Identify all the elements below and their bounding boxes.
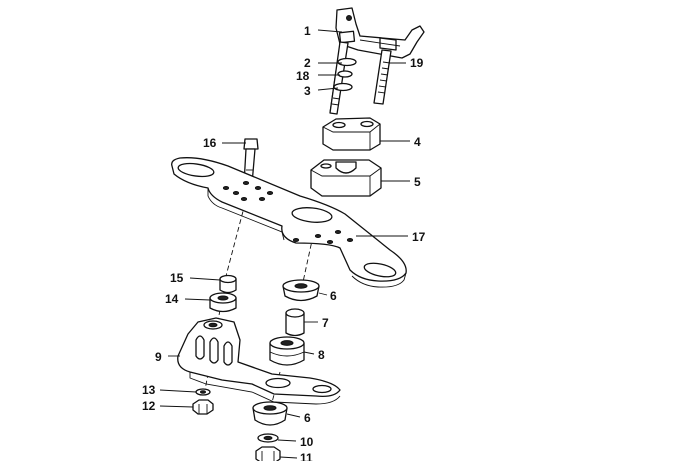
callout-4: 4 bbox=[414, 135, 421, 149]
callout-5: 5 bbox=[414, 175, 421, 189]
part-8-rubber-bush bbox=[269, 336, 305, 366]
callout-6-upper: 6 bbox=[330, 289, 337, 303]
callout-14: 14 bbox=[165, 292, 179, 306]
part-13-washer bbox=[195, 388, 211, 396]
part-10-washer bbox=[257, 433, 279, 443]
callout-8: 8 bbox=[318, 348, 325, 362]
part-17-top-plate bbox=[171, 157, 407, 288]
callout-9: 9 bbox=[155, 350, 162, 364]
part-19-stud-bolt bbox=[373, 49, 392, 105]
callout-11: 11 bbox=[300, 451, 313, 461]
part-4-upper-clamp bbox=[322, 117, 381, 151]
callout-13: 13 bbox=[142, 383, 156, 397]
part-9-lower-bracket bbox=[177, 317, 341, 405]
part-12-nut bbox=[192, 399, 214, 415]
callout-16: 16 bbox=[203, 136, 217, 150]
part-6-upper-cup-washer bbox=[282, 279, 320, 302]
callout-labels: 1 2 18 3 19 4 16 5 17 15 14 6 7 9 8 13 1… bbox=[142, 24, 426, 461]
callout-17: 17 bbox=[412, 230, 426, 244]
callout-18: 18 bbox=[296, 69, 310, 83]
callout-19: 19 bbox=[410, 56, 424, 70]
part-1-handle-bracket bbox=[335, 7, 425, 59]
callout-15: 15 bbox=[170, 271, 184, 285]
part-5-lower-clamp bbox=[310, 159, 382, 197]
callout-leader-lines bbox=[159, 29, 410, 459]
part-6-lower-cup-washer bbox=[252, 401, 288, 426]
part-7-sleeve bbox=[285, 308, 305, 337]
callout-2: 2 bbox=[304, 56, 311, 70]
callout-1: 1 bbox=[304, 24, 311, 38]
part-2-18-3-bolt-and-washers bbox=[329, 41, 357, 115]
callout-7: 7 bbox=[322, 316, 329, 330]
callout-12: 12 bbox=[142, 399, 156, 413]
callout-6-lower: 6 bbox=[304, 411, 311, 425]
part-15-spacer bbox=[219, 274, 237, 294]
part-14-rubber-bush bbox=[209, 292, 237, 313]
part-11-nut bbox=[255, 446, 281, 461]
callout-10: 10 bbox=[300, 435, 314, 449]
callout-3: 3 bbox=[304, 84, 311, 98]
